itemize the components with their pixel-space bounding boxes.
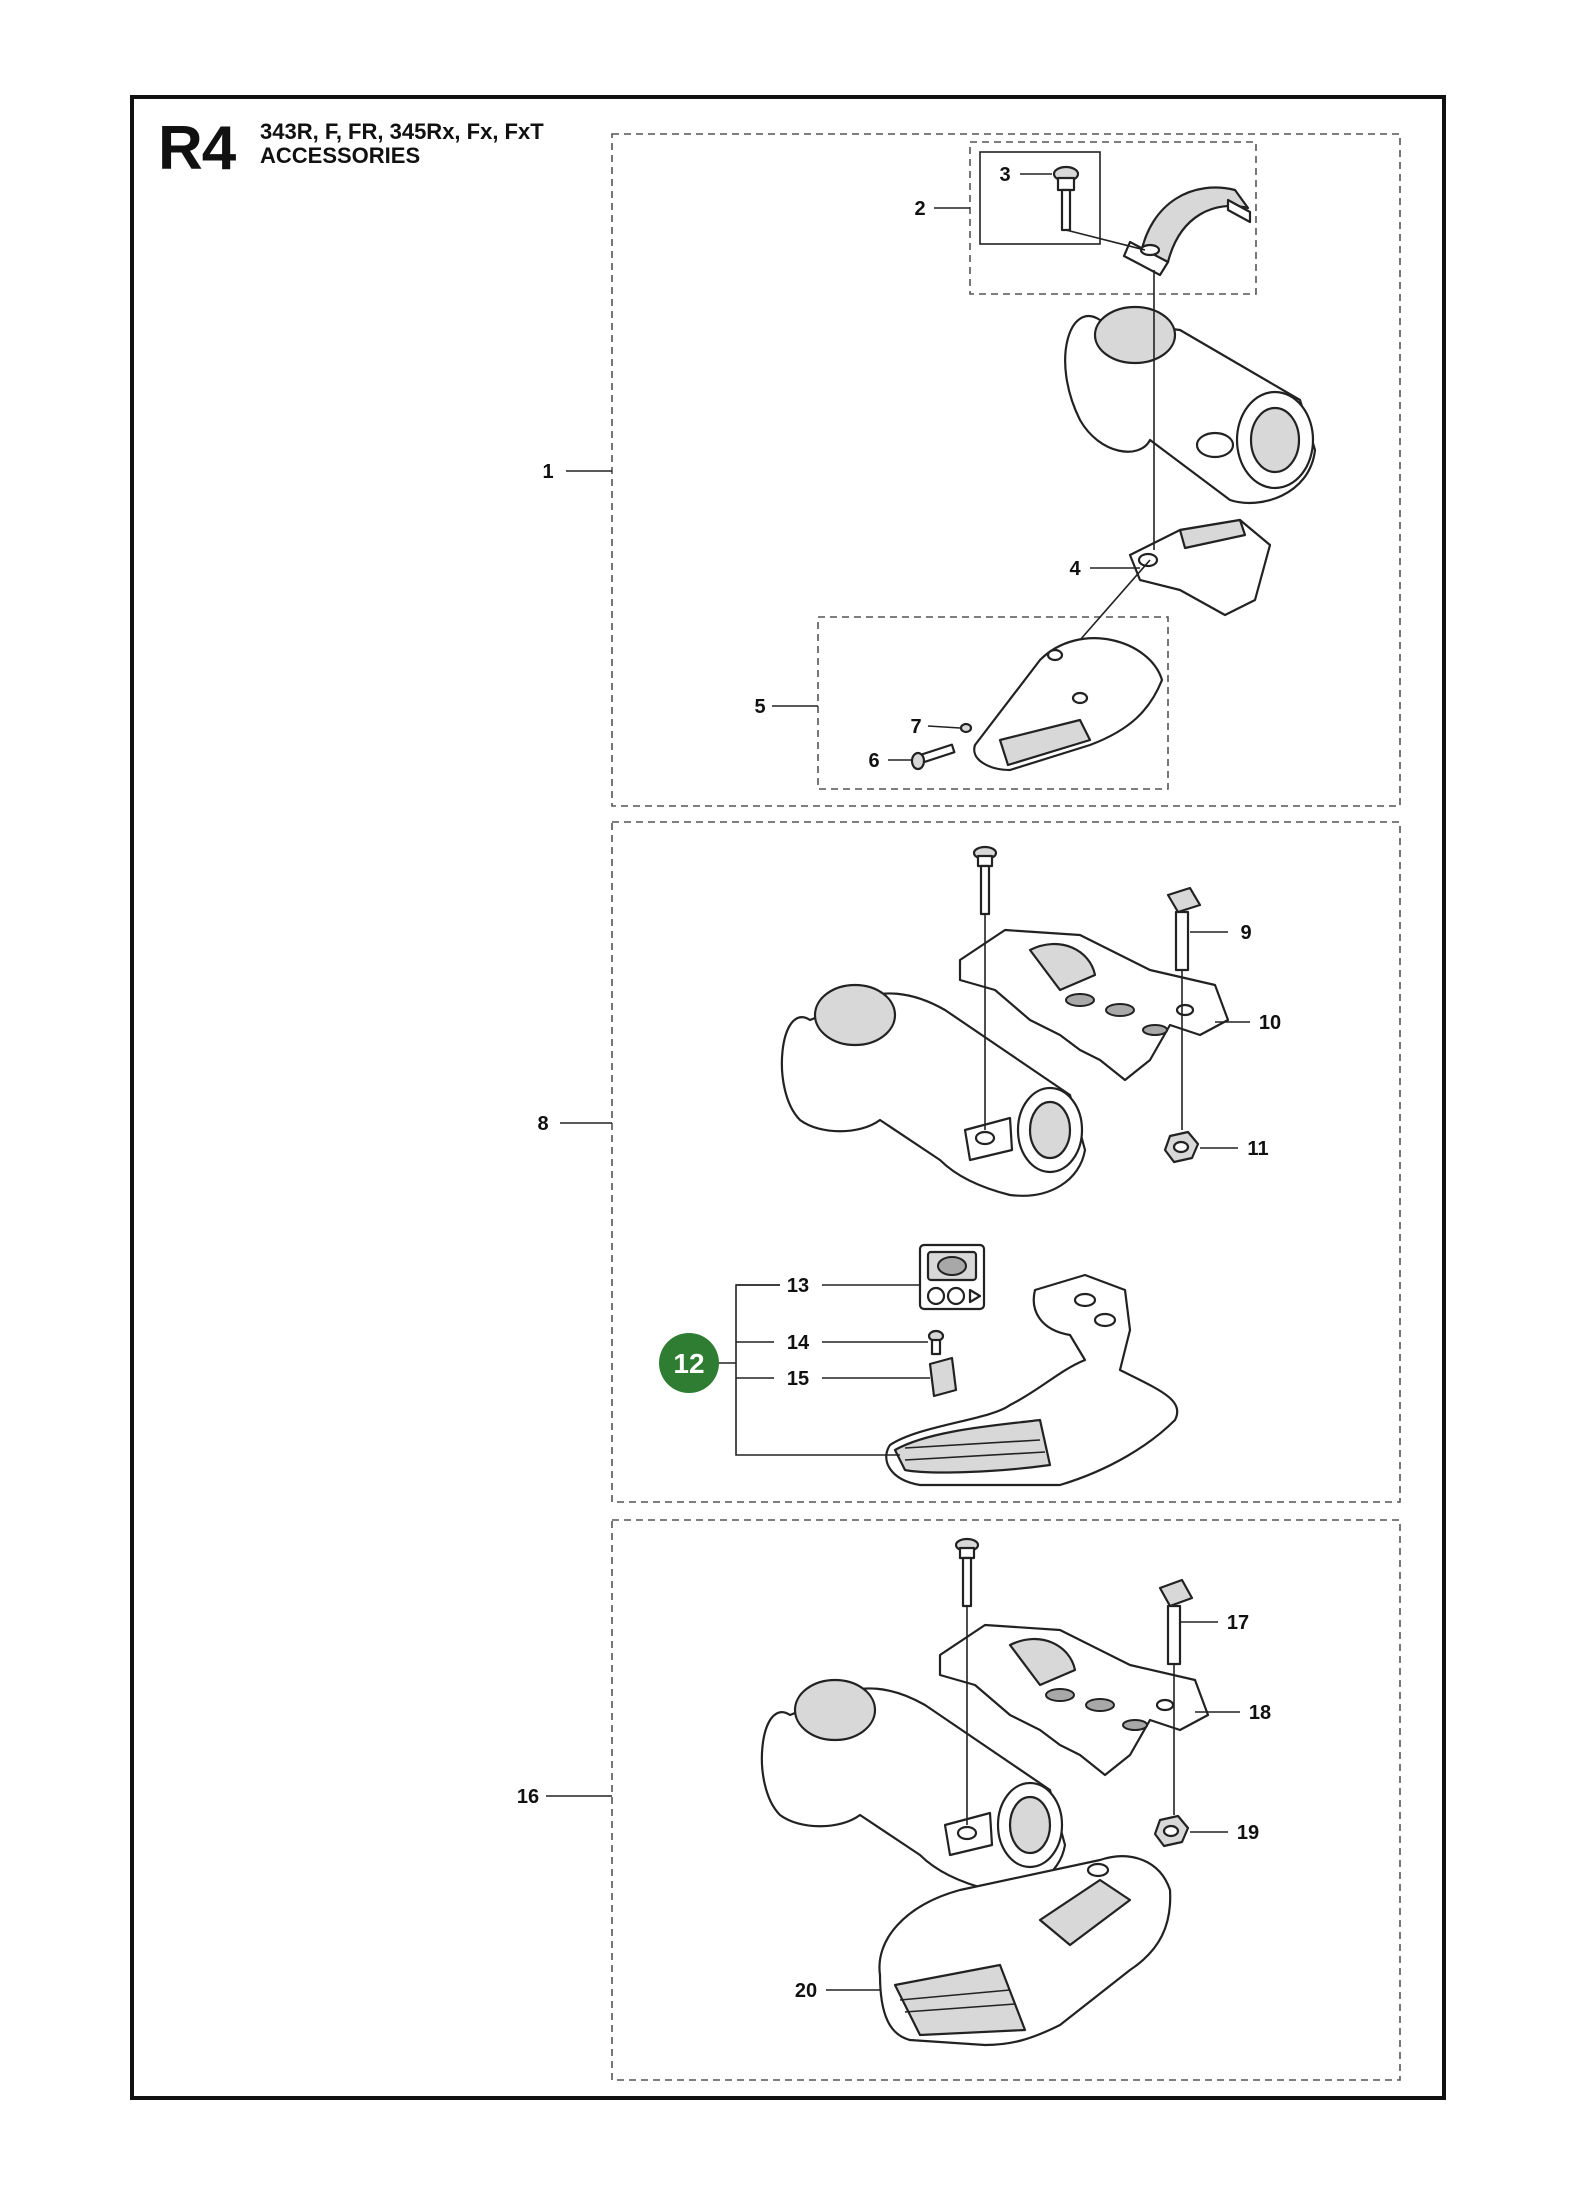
clamp-part: [1122, 186, 1252, 277]
washer-part-7: [959, 722, 973, 734]
assembly-badge-12: 12: [659, 1333, 719, 1393]
callout-8: 8: [537, 1113, 548, 1135]
cover-plate-10: [958, 928, 1230, 1082]
model-list: 343R, F, FR, 345Rx, Fx, FxT: [260, 119, 544, 144]
group-box-8: [611, 821, 1401, 1503]
callout-11: 11: [1247, 1138, 1268, 1160]
callout-4: 4: [1069, 558, 1081, 580]
gear-housing-8: [780, 983, 1087, 1197]
callout-6: 6: [868, 750, 879, 772]
bolt-part-8: [972, 845, 998, 916]
callout-19: 19: [1237, 1822, 1259, 1844]
nut-part-19: [1153, 1814, 1190, 1848]
subgroup-box-5: [817, 616, 1169, 790]
callout-5: 5: [754, 696, 765, 718]
gear-housing-16: [760, 1678, 1067, 1892]
callout-14: 14: [787, 1332, 810, 1354]
bolt-part-3: [1052, 165, 1080, 232]
callout-15: 15: [787, 1368, 809, 1390]
callout-7: 7: [910, 716, 921, 738]
callout-13: 13: [787, 1275, 809, 1297]
cover-plate-18: [938, 1623, 1210, 1777]
guard-part-12: [885, 1273, 1179, 1487]
badge-label: 12: [673, 1348, 704, 1379]
plate-part-15: [928, 1356, 958, 1398]
bracket-part-4: [1128, 518, 1272, 617]
page-frame: [130, 95, 1446, 2100]
group-box-16: [611, 1519, 1401, 2081]
callout-9: 9: [1240, 922, 1251, 944]
subgroup-box-3: [979, 151, 1101, 245]
screw-part-9: [1166, 886, 1202, 972]
group-box-1: [611, 133, 1401, 807]
callout-3: 3: [999, 164, 1010, 186]
callout-17: 17: [1227, 1612, 1249, 1634]
gear-housing-1: [1064, 305, 1317, 504]
guard-part-5: [973, 637, 1164, 772]
callout-20: 20: [795, 1980, 817, 2002]
callout-1: 1: [542, 461, 553, 483]
screw-part-14: [927, 1329, 945, 1356]
section-code: R4: [158, 114, 236, 183]
section-title: ACCESSORIES: [260, 143, 421, 168]
bolt-part-16: [954, 1537, 980, 1608]
screw-part-6: [910, 743, 956, 771]
subgroup-box-2: [969, 141, 1257, 295]
callout-2: 2: [914, 198, 925, 220]
decal-part-13: [918, 1243, 986, 1311]
nut-part-11: [1163, 1130, 1200, 1164]
guard-part-20: [878, 1855, 1172, 2047]
callout-16: 16: [517, 1786, 539, 1808]
callout-10: 10: [1259, 1012, 1281, 1034]
callout-18: 18: [1249, 1702, 1271, 1724]
screw-part-17: [1158, 1578, 1194, 1666]
